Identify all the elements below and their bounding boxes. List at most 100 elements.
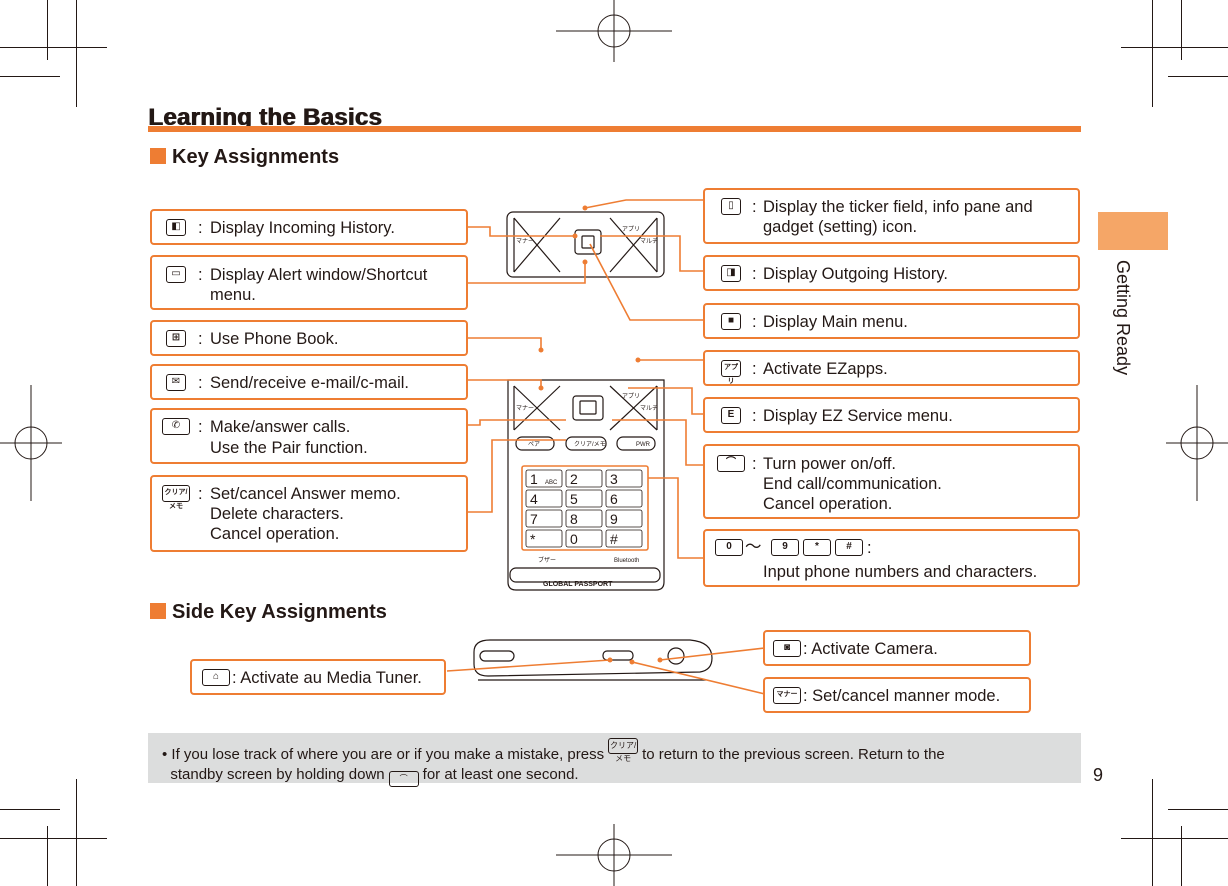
callout-outgoing-history: ◨ : Display Outgoing History. bbox=[703, 255, 1080, 291]
svg-text:*: * bbox=[530, 531, 536, 547]
svg-text:マナー: マナー bbox=[516, 405, 534, 412]
end-key-icon: ⌒ bbox=[388, 771, 419, 787]
callout-text: : Set/cancel manner mode. bbox=[803, 687, 1001, 705]
svg-text:2: 2 bbox=[570, 471, 578, 487]
callout-text: Display Outgoing History. bbox=[763, 265, 948, 283]
callout-manner: マナー : Set/cancel manner mode. bbox=[763, 677, 1031, 713]
callout-colon: : bbox=[867, 539, 872, 557]
range-tilde: ～ bbox=[745, 538, 762, 556]
ez-key-icon: E bbox=[721, 407, 741, 424]
svg-text:7: 7 bbox=[530, 511, 538, 527]
svg-text:Bluetooth: Bluetooth bbox=[614, 558, 639, 564]
svg-text:4: 4 bbox=[530, 491, 538, 507]
camera-key-icon: ◙ bbox=[773, 640, 801, 657]
svg-text:6: 6 bbox=[610, 491, 618, 507]
app-key-icon: アプリ bbox=[721, 360, 741, 385]
svg-text:クリア/メモ: クリア/メモ bbox=[574, 441, 606, 448]
mail-key-icon: ✉ bbox=[166, 374, 186, 391]
callout-phonebook: ⊞ : Use Phone Book. bbox=[150, 320, 468, 356]
section-title: Side Key Assignments bbox=[172, 601, 387, 623]
media-tuner-key-icon: ⌂ bbox=[202, 669, 230, 686]
tip-text: • If you lose track of where you are or … bbox=[162, 738, 1072, 787]
callout-text: Make/answer calls. bbox=[210, 418, 351, 436]
crop-mark bbox=[0, 47, 107, 48]
call-key-icon: ✆ bbox=[162, 418, 190, 435]
svg-text:マルチ: マルチ bbox=[640, 238, 658, 245]
svg-text:マルチ: マルチ bbox=[640, 405, 658, 412]
callout-text: : Activate Camera. bbox=[803, 640, 938, 658]
callout-colon: : bbox=[198, 374, 203, 392]
crop-mark bbox=[1121, 838, 1228, 839]
callout-text: Cancel operation. bbox=[763, 495, 893, 513]
svg-text:9: 9 bbox=[610, 511, 618, 527]
star-key-icon: * bbox=[803, 539, 831, 556]
outgoing-history-key-icon: ◨ bbox=[721, 265, 741, 282]
callout-text: Activate EZapps. bbox=[763, 360, 888, 378]
hash-key-icon: # bbox=[835, 539, 863, 556]
crop-mark bbox=[76, 0, 77, 107]
callout-text: Use Phone Book. bbox=[210, 330, 339, 348]
manner-key-icon: マナー bbox=[773, 687, 801, 704]
callout-text: Set/cancel Answer memo. bbox=[210, 485, 401, 503]
tip-part4: for at least one second. bbox=[422, 766, 579, 783]
callout-colon: : bbox=[752, 455, 757, 473]
chapter-tab-label: Getting Ready bbox=[1113, 260, 1133, 376]
callout-text: End call/communication. bbox=[763, 475, 942, 493]
svg-text:ABC: ABC bbox=[545, 480, 558, 486]
callout-colon: : bbox=[752, 198, 757, 216]
alert-window-key-icon: ▭ bbox=[166, 266, 186, 283]
svg-text:マナー: マナー bbox=[516, 238, 534, 245]
section-marker bbox=[150, 148, 166, 164]
end-key-icon: ⌒ bbox=[717, 455, 745, 472]
callout-text: Delete characters. bbox=[210, 505, 344, 523]
callout-app-key: アプリ : Activate EZapps. bbox=[703, 350, 1080, 386]
callout-text: gadget (setting) icon. bbox=[763, 218, 918, 236]
clear-memo-key-icon: クリア/メモ bbox=[162, 485, 190, 510]
crop-mark bbox=[1168, 76, 1228, 77]
svg-text:ブザー: ブザー bbox=[538, 556, 556, 564]
section-title: Key Assignments bbox=[172, 146, 340, 168]
callout-call: ✆ : Make/answer calls. Use the Pair func… bbox=[150, 408, 468, 464]
callout-text: Display Alert window/Shortcut menu. bbox=[210, 266, 428, 304]
callout-colon: : bbox=[752, 313, 757, 331]
callout-text: Display Main menu. bbox=[763, 313, 908, 331]
callout-colon: : bbox=[198, 485, 203, 503]
crop-mark bbox=[76, 779, 77, 886]
svg-text:アプリ: アプリ bbox=[622, 393, 640, 400]
callout-colon: : bbox=[198, 219, 203, 237]
svg-text:GLOBAL PASSPORT: GLOBAL PASSPORT bbox=[543, 581, 613, 588]
tip-note: • If you lose track of where you are or … bbox=[148, 733, 1081, 787]
svg-text:5: 5 bbox=[570, 491, 578, 507]
callout-colon: : bbox=[752, 407, 757, 425]
crop-mark bbox=[47, 0, 48, 60]
svg-text:#: # bbox=[610, 531, 618, 547]
callout-colon: : bbox=[752, 265, 757, 283]
section-side-key-assignments: Side Key Assignments bbox=[150, 601, 387, 624]
crop-mark bbox=[1121, 47, 1228, 48]
callout-text: Display Incoming History. bbox=[210, 219, 395, 237]
tip-part2: to return to the previous screen. Return… bbox=[642, 746, 945, 763]
callout-text: Turn power on/off. bbox=[763, 455, 896, 473]
callout-up-key: ▯ : Display the ticker field, info pane … bbox=[703, 188, 1080, 244]
callout-clear-memo: クリア/メモ : Set/cancel Answer memo. Delete … bbox=[150, 475, 468, 552]
svg-text:3: 3 bbox=[610, 471, 618, 487]
svg-text:アプリ: アプリ bbox=[622, 226, 640, 233]
crop-mark bbox=[0, 76, 60, 77]
callout-number-keys: 0 ～ 9 * # : Input phone numbers and char… bbox=[703, 529, 1080, 587]
crop-mark bbox=[1181, 0, 1182, 60]
section-marker bbox=[150, 603, 166, 619]
callout-center-key: ■ : Display Main menu. bbox=[703, 303, 1080, 339]
svg-text:0: 0 bbox=[570, 531, 578, 547]
incoming-history-key-icon: ◧ bbox=[166, 219, 186, 236]
callout-end-key: ⌒ : Turn power on/off. End call/communic… bbox=[703, 444, 1080, 519]
tip-part3: standby screen by holding down bbox=[170, 766, 385, 783]
clear-memo-key-icon: クリア/メモ bbox=[608, 738, 639, 763]
callout-text: : Activate au Media Tuner. bbox=[232, 669, 422, 687]
crop-mark bbox=[1168, 809, 1228, 810]
crop-mark bbox=[47, 826, 48, 886]
callout-mail: ✉ : Send/receive e-mail/c-mail. bbox=[150, 364, 468, 400]
section-key-assignments: Key Assignments bbox=[150, 146, 339, 169]
callout-colon: : bbox=[198, 330, 203, 348]
